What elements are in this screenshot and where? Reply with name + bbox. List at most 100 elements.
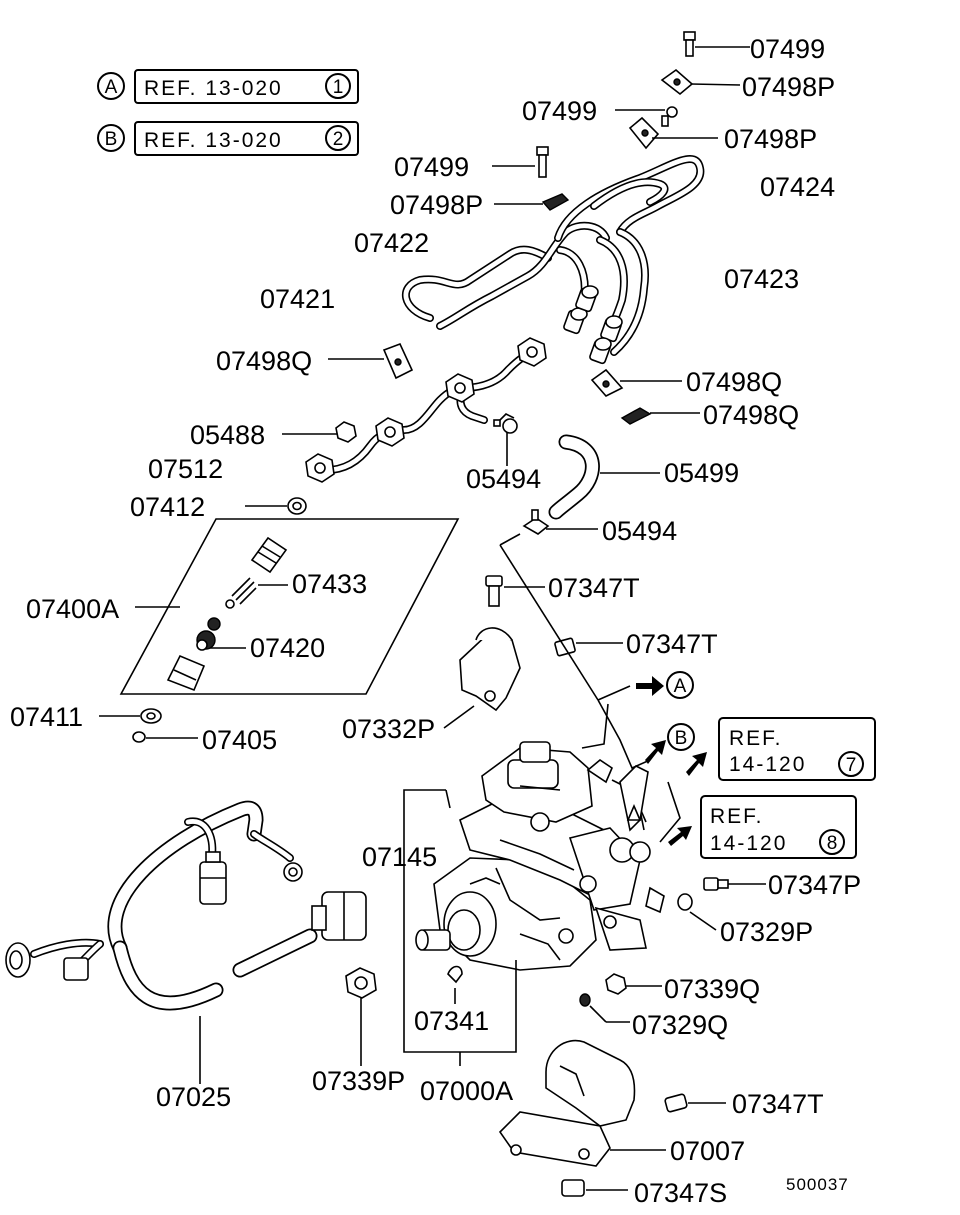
ref-a-number: 1 xyxy=(333,77,344,98)
label-07498q-left: 07498Q xyxy=(216,346,312,376)
label-07339q: 07339Q xyxy=(664,974,760,1004)
banjo-fitting xyxy=(517,337,547,367)
ref-note-a: A REF. 13-020 1 xyxy=(97,69,359,104)
leak-off-pipe-07512 xyxy=(305,337,547,483)
clip-05494-upper xyxy=(493,413,518,466)
nozzle-07420 xyxy=(196,617,246,651)
ref-b-text: REF. 13-020 xyxy=(144,129,283,152)
label-07341: 07341 xyxy=(414,1006,489,1036)
ref-7-line2: 14-120 xyxy=(729,753,806,776)
arrow-a-letter: A xyxy=(674,676,687,697)
clip-05494-lower xyxy=(522,509,598,535)
clamp-07498p-top xyxy=(660,68,741,96)
label-07411: 07411 xyxy=(10,702,83,732)
label-07433: 07433 xyxy=(292,569,367,599)
bolt-07499-lower xyxy=(492,146,549,178)
part-labels: 07499 07498P 07499 07498P 07499 07424 07… xyxy=(10,34,861,1208)
label-07347t-lower: 07347T xyxy=(732,1089,824,1119)
label-07405: 07405 xyxy=(202,725,277,755)
label-05494-upper: 05494 xyxy=(466,464,541,494)
label-07498p-lower: 07498P xyxy=(390,190,483,220)
bracket-07332p xyxy=(443,627,521,729)
bolt-07347t-lower xyxy=(664,1093,726,1113)
arrow-to-ref-8 xyxy=(668,826,692,846)
diagram-code: 500037 xyxy=(786,1175,849,1194)
label-07421: 07421 xyxy=(260,284,335,314)
label-05499: 05499 xyxy=(664,458,739,488)
connector xyxy=(63,957,89,981)
nut-07339p xyxy=(345,967,377,1066)
label-07400a: 07400A xyxy=(26,594,119,624)
key-07341 xyxy=(447,965,463,984)
label-07498q-right-lower: 07498Q xyxy=(703,400,799,430)
nut-07339q xyxy=(605,973,662,995)
label-07145: 07145 xyxy=(362,842,437,872)
banjo-fitting xyxy=(305,453,335,483)
pipe-nut xyxy=(575,285,599,313)
bolt-07499-middle xyxy=(615,106,678,127)
arrow-to-a: A xyxy=(636,671,694,699)
label-07498p-top: 07498P xyxy=(742,72,835,102)
label-07422: 07422 xyxy=(354,228,429,258)
leader-lines xyxy=(403,533,681,1066)
label-07423: 07423 xyxy=(724,264,799,294)
bolt-07499-top xyxy=(683,31,750,57)
label-07347t-upper: 07347T xyxy=(548,573,640,603)
ring-terminal xyxy=(283,862,303,882)
injector-assembly-07400a xyxy=(119,518,460,695)
label-07499-middle: 07499 xyxy=(522,96,597,126)
ref-a-letter: A xyxy=(105,77,118,98)
ref-note-14-120-7: REF. 14-120 7 xyxy=(718,717,876,781)
label-07025: 07025 xyxy=(156,1082,231,1112)
label-05488: 05488 xyxy=(190,420,265,450)
label-07512: 07512 xyxy=(148,454,223,484)
label-07000a: 07000A xyxy=(420,1076,513,1106)
clamp-07498p-middle xyxy=(628,116,718,150)
label-07007: 07007 xyxy=(670,1136,745,1166)
label-07347p: 07347P xyxy=(768,870,861,900)
ref-8-line1: REF. xyxy=(710,805,764,828)
ref-note-b: B REF. 13-020 2 xyxy=(97,121,359,156)
connector xyxy=(311,891,367,941)
connector xyxy=(199,851,227,905)
label-07347s: 07347S xyxy=(634,1178,727,1208)
banjo-fitting xyxy=(445,373,475,403)
pipe-nut xyxy=(589,337,612,365)
pipe-nut xyxy=(600,315,623,343)
retaining-nut xyxy=(166,654,206,692)
o-ring-07405 xyxy=(132,731,198,743)
clamp-07498q-right-lower xyxy=(620,407,700,425)
arrow-to-b: B xyxy=(645,723,695,764)
label-07498q-right-upper: 07498Q xyxy=(686,367,782,397)
ref-7-line1: REF. xyxy=(729,727,783,750)
clamp-07498q-right-upper xyxy=(590,368,682,397)
injector-holder xyxy=(250,536,288,574)
label-07420: 07420 xyxy=(250,633,325,663)
label-05494-lower: 05494 xyxy=(602,516,677,546)
washer-07411 xyxy=(99,708,162,724)
gasket-07412 xyxy=(245,497,307,515)
label-07329p: 07329P xyxy=(720,917,813,947)
wiring-harness-07025 xyxy=(5,800,367,1084)
bolt-07347s xyxy=(561,1179,628,1197)
label-07499-top: 07499 xyxy=(750,34,825,64)
bolt-07347t-upper xyxy=(485,575,545,607)
ref-b-letter: B xyxy=(105,129,118,150)
label-07498p-middle: 07498P xyxy=(724,124,817,154)
label-07499-lower: 07499 xyxy=(394,152,469,182)
washer-07329p xyxy=(677,893,717,931)
arrow-to-ref-7 xyxy=(686,752,707,776)
banjo-fitting xyxy=(375,417,405,447)
injection-pipe-assembly xyxy=(401,155,705,365)
label-07424: 07424 xyxy=(760,172,835,202)
ref-b-number: 2 xyxy=(333,129,344,150)
arrow-b-letter: B xyxy=(675,728,688,749)
pipe-nut xyxy=(563,307,588,335)
fuel-hose-05499 xyxy=(548,434,660,520)
clamp-07498p-lower xyxy=(494,193,570,211)
ref-a-text: REF. 13-020 xyxy=(144,77,283,100)
ref-8-number: 8 xyxy=(827,833,838,854)
label-07339p: 07339P xyxy=(312,1066,405,1096)
